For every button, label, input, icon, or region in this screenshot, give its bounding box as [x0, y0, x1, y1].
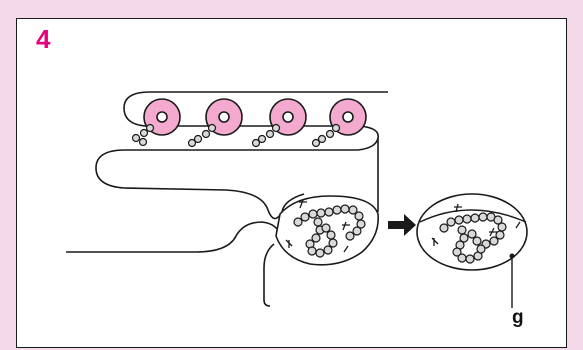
glycan-marks-released — [431, 203, 521, 246]
folded-protein-released — [439, 212, 507, 264]
er-lower-wall — [263, 243, 275, 307]
folded-protein-budding — [293, 204, 366, 258]
er-membrane-outline — [95, 91, 388, 220]
er-lower-membrane — [66, 221, 281, 253]
nascent-peptide-beads — [131, 123, 341, 148]
process-arrow — [388, 214, 416, 236]
glycan-marks-budding — [285, 199, 350, 253]
step-number: 4 — [36, 24, 51, 54]
diagram-panel — [16, 18, 567, 348]
label-g: g — [512, 307, 524, 328]
vesicle-rim — [419, 209, 527, 223]
